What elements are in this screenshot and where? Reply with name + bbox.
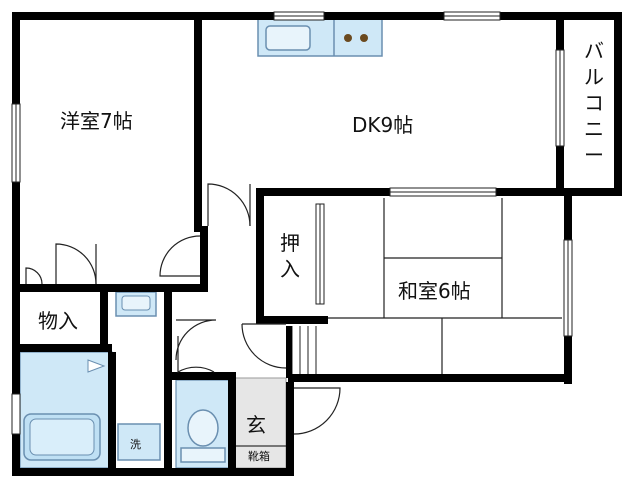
doors <box>25 183 341 435</box>
closet-label-char-1: 押 <box>280 231 300 255</box>
shoe-box-label: 靴箱 <box>248 449 270 463</box>
balcony-label-char-2: ル <box>584 65 604 89</box>
western-room-label: 洋室7帖 <box>60 109 133 133</box>
kitchen-sink <box>265 25 311 51</box>
closet-label-char-2: 入 <box>280 257 300 281</box>
dk-label: DK9帖 <box>352 113 413 137</box>
entrance-label: 玄 <box>246 413 266 437</box>
step-lines <box>291 326 317 374</box>
kitchen-counter <box>257 17 383 57</box>
japanese-room-label: 和室6帖 <box>398 279 471 303</box>
balcony-label-char-3: コ <box>584 91 604 115</box>
balcony-label-char-5: ー <box>584 143 604 167</box>
tatami-lines <box>328 198 562 374</box>
stove-burner-right <box>360 34 368 42</box>
stove-burner-left <box>344 34 352 42</box>
toilet <box>180 409 226 463</box>
storage-label: 物入 <box>38 309 78 333</box>
washer-label: 洗 <box>130 438 141 451</box>
windows <box>11 11 573 435</box>
balcony-label-char-4: ニ <box>584 117 604 141</box>
balcony-label-char-1: バ <box>584 39 604 63</box>
washer-spot <box>117 423 161 461</box>
